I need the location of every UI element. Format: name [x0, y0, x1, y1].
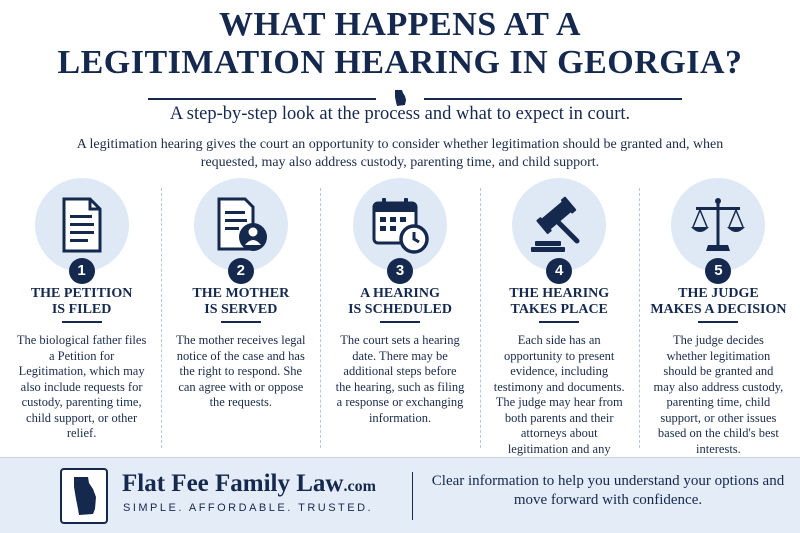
step-number-badge: 3 — [387, 258, 413, 284]
divider-left — [148, 98, 376, 100]
step-title-line: THE PETITION — [30, 286, 133, 301]
step-description: The biological father files a Petition f… — [16, 333, 147, 440]
gavel-icon — [531, 196, 580, 252]
step-description: The judge decides whether legitimation s… — [653, 333, 784, 456]
step-underline — [698, 321, 739, 323]
footer-divider — [412, 472, 413, 520]
step-title: THE HEARING TAKES PLACE — [484, 286, 635, 318]
georgia-state-icon — [395, 90, 406, 106]
step-4: 4 THE HEARING TAKES PLACE Each side has … — [479, 178, 639, 471]
brand-name-text: Flat Fee Family Law — [122, 470, 344, 497]
step-title: THE PETITION IS FILED — [6, 286, 157, 318]
step-number-badge: 5 — [705, 258, 732, 284]
step-description: Each side has an opportunity to present … — [493, 333, 625, 471]
georgia-map-icon — [74, 477, 96, 515]
calendar-clock-icon — [372, 198, 429, 254]
step-title: THE MOTHER IS SERVED — [165, 286, 316, 318]
step-title: A HEARING IS SCHEDULED — [324, 286, 475, 318]
brand-tagline: SIMPLE. AFFORDABLE. TRUSTED. — [123, 502, 374, 514]
step-title-line: IS FILED — [51, 302, 112, 317]
step-title-line: A HEARING — [360, 286, 440, 301]
step-title-line: THE JUDGE — [678, 286, 759, 301]
step-icon-circle — [671, 178, 766, 272]
step-underline — [539, 321, 580, 323]
step-icon-circle — [193, 178, 288, 272]
step-title-line: MAKES A DECISION — [650, 302, 787, 317]
page-title-line1: WHAT HAPPENS AT A — [218, 6, 582, 43]
intro-text: A legitimation hearing gives the court a… — [76, 137, 724, 170]
step-underline — [220, 321, 261, 323]
step-title-line: THE MOTHER — [192, 286, 290, 301]
step-description: The court sets a hearing date. There may… — [335, 333, 465, 425]
page-title-line2: LEGITIMATION HEARING IN GEORGIA? — [57, 44, 743, 81]
step-2: 2 THE MOTHER IS SERVED The mother receiv… — [161, 178, 320, 453]
subtitle: A step-by-step look at the process and w… — [169, 104, 631, 124]
step-icon-circle — [353, 178, 447, 272]
step-underline — [380, 321, 420, 323]
step-description: The mother receives legal notice of the … — [176, 333, 306, 409]
step-3: 3 A HEARING IS SCHEDULED The court sets … — [320, 178, 479, 453]
step-title-line: IS SCHEDULED — [348, 302, 452, 317]
step-number-badge: 1 — [68, 258, 95, 284]
brand-name[interactable]: Flat Fee Family Law.com — [122, 470, 376, 498]
divider-right — [424, 98, 682, 100]
logo — [60, 468, 108, 524]
step-title-line: THE HEARING — [509, 286, 610, 301]
scales-icon — [691, 198, 746, 251]
document-person-icon — [217, 197, 267, 251]
step-title-line: IS SERVED — [204, 302, 278, 317]
step-number-badge: 4 — [546, 258, 573, 284]
step-icon-circle — [512, 178, 607, 272]
footer-message: Clear information to help you understand… — [431, 473, 785, 508]
step-number-badge: 2 — [227, 258, 254, 284]
step-5: 5 THE JUDGE MAKES A DECISION The judge d… — [638, 178, 798, 456]
step-title-line: TAKES PLACE — [510, 302, 608, 317]
step-underline — [61, 321, 102, 323]
step-icon-circle — [34, 178, 129, 272]
step-title: THE JUDGE MAKES A DECISION — [643, 286, 794, 318]
step-1: 1 THE PETITION IS FILED The biological f… — [2, 178, 161, 453]
footer-banner: Flat Fee Family Law.com SIMPLE. AFFORDAB… — [0, 457, 800, 533]
document-icon — [62, 197, 102, 253]
steps-row: 1 THE PETITION IS FILED The biological f… — [2, 178, 798, 471]
brand-domain-suffix: .com — [343, 478, 376, 495]
